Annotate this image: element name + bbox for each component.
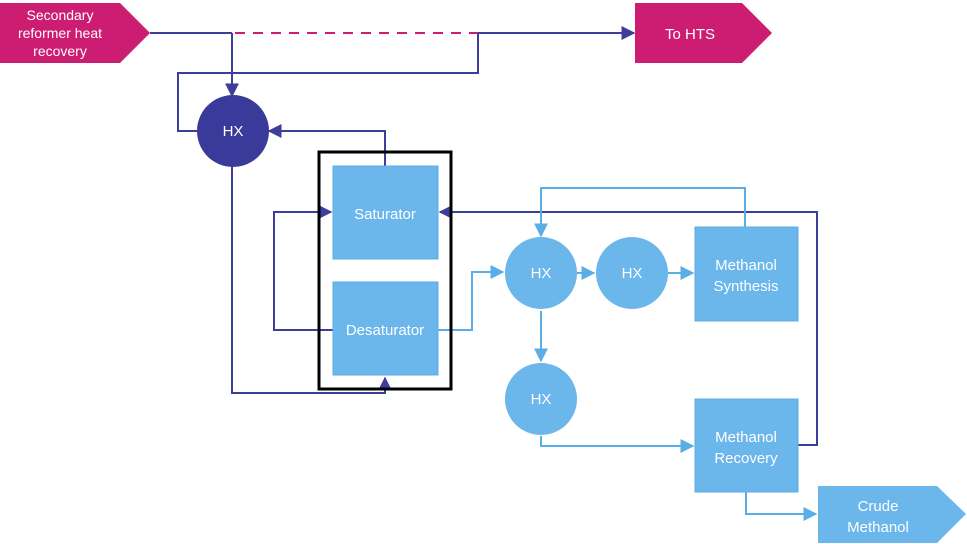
to-hts-node: To HTS — [635, 3, 772, 63]
flow-saturator-to-hx — [267, 124, 386, 166]
desaturator-node: Desaturator — [332, 281, 439, 376]
saturator-node: Saturator — [332, 165, 439, 260]
flow-hx3-to-recovery — [540, 436, 695, 453]
synthesis-label-line1: Methanol — [715, 257, 777, 274]
crude-label-line2: Methanol — [847, 519, 909, 536]
flow-desat-to-hx1 — [438, 265, 505, 331]
hx-dark-node: HX — [197, 95, 269, 167]
hx-node-1: HX — [505, 237, 577, 309]
dark-flow-lines — [150, 26, 818, 446]
flow-desat-sat-loop — [273, 205, 333, 331]
hx-3-label: HX — [531, 391, 552, 408]
hx-dark-label: HX — [223, 123, 244, 140]
source-label-line2: reformer heat — [18, 25, 102, 41]
hx-node-2: HX — [596, 237, 668, 309]
methanol-recovery-node: Methanol Recovery — [694, 398, 799, 493]
methanol-synthesis-node: Methanol Synthesis — [694, 226, 799, 322]
to-hts-label: To HTS — [665, 26, 715, 43]
synthesis-label-line2: Synthesis — [713, 278, 778, 295]
hx-node-3: HX — [505, 363, 577, 435]
desaturator-label: Desaturator — [346, 322, 424, 339]
hx-2-label: HX — [622, 265, 643, 282]
flow-synthesis-to-hx1 — [534, 187, 746, 238]
crude-methanol-node: Crude Methanol — [818, 486, 966, 543]
flow-hx-to-desaturator — [231, 167, 392, 394]
flow-recovery-to-saturator — [438, 205, 818, 446]
recovery-label-line1: Methanol — [715, 429, 777, 446]
source-secondary-reformer: Secondary reformer heat recovery — [0, 3, 150, 63]
source-label-line3: recovery — [33, 43, 87, 59]
flow-recovery-to-crude — [745, 492, 818, 521]
saturator-enclosure — [317, 150, 453, 391]
crude-label-line1: Crude — [858, 498, 899, 515]
saturator-label: Saturator — [354, 206, 416, 223]
light-flow-lines — [438, 187, 818, 521]
hx-1-label: HX — [531, 265, 552, 282]
source-label-line1: Secondary — [27, 7, 94, 23]
recovery-label-line2: Recovery — [714, 450, 778, 467]
flow-hx-return-loop — [177, 33, 479, 132]
